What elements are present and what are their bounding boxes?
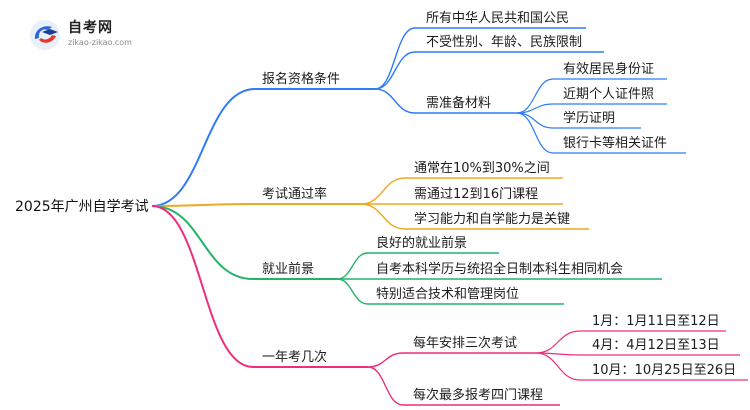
leaf-node: 10月：10月25日至26日 bbox=[592, 363, 736, 378]
root-node: 2025年广州自学考试 bbox=[15, 199, 149, 215]
child-node: 通常在10%到30%之间 bbox=[414, 161, 550, 176]
child-edge bbox=[367, 366, 404, 406]
child-node: 每年安排三次考试 bbox=[413, 335, 517, 351]
child-node: 特别适合技术和管理岗位 bbox=[376, 287, 519, 302]
child-edge bbox=[374, 88, 416, 114]
mindmap-nodes: 2025年广州自学考试 报名资格条件 所有中华人民共和国公民不受性别、年龄、民族限制… bbox=[15, 11, 736, 403]
leaf-edge bbox=[535, 330, 581, 354]
child-node: 所有中华人民共和国公民 bbox=[426, 11, 569, 26]
leaf-edge bbox=[535, 352, 581, 381]
leaf-edge bbox=[516, 78, 554, 114]
branch-node: 考试通过率 bbox=[262, 186, 327, 202]
leaf-node: 近期个人证件照 bbox=[563, 87, 654, 102]
leaf-node: 银行卡等相关证件 bbox=[563, 135, 667, 151]
graduation-cap-icon bbox=[30, 20, 60, 50]
child-node: 自考本科学历与统招全日制本科生相同机会 bbox=[376, 261, 623, 277]
leaf-node: 4月：4月12日至13日 bbox=[592, 338, 720, 353]
branch-edge bbox=[151, 88, 256, 207]
branch-edge bbox=[151, 205, 254, 368]
child-edge bbox=[367, 352, 404, 368]
child-node: 需准备材料 bbox=[426, 95, 491, 111]
child-edge bbox=[360, 203, 406, 230]
logo-domain: zikao-zikao.com bbox=[68, 38, 132, 47]
leaf-node: 有效居民身份证 bbox=[563, 61, 654, 77]
branch-node: 报名资格条件 bbox=[262, 71, 340, 87]
child-edge bbox=[360, 177, 406, 205]
child-node: 良好的就业前景 bbox=[376, 235, 467, 251]
branch-edge bbox=[151, 203, 254, 207]
child-edge bbox=[374, 27, 416, 90]
child-edge bbox=[374, 51, 416, 90]
site-logo: 自考网 zikao-zikao.com bbox=[28, 14, 148, 54]
logo-title: 自考网 bbox=[68, 20, 113, 36]
branch-node: 一年考几次 bbox=[262, 349, 327, 365]
child-node: 需通过12到16门课程 bbox=[414, 187, 538, 202]
leaf-edge bbox=[516, 112, 554, 154]
child-node: 学习能力和自学能力是关键 bbox=[414, 211, 570, 227]
child-node: 不受性别、年龄、民族限制 bbox=[426, 34, 582, 50]
child-edge bbox=[336, 278, 369, 305]
leaf-node: 1月：1月11日至12日 bbox=[592, 314, 720, 329]
mindmap-edges bbox=[151, 27, 748, 406]
child-edge bbox=[336, 252, 369, 280]
branch-node: 就业前景 bbox=[262, 261, 314, 277]
leaf-node: 学历证明 bbox=[563, 110, 615, 126]
leaf-edge bbox=[516, 112, 554, 129]
branch-edge bbox=[151, 205, 254, 280]
child-node: 每次最多报考四门课程 bbox=[413, 387, 543, 403]
